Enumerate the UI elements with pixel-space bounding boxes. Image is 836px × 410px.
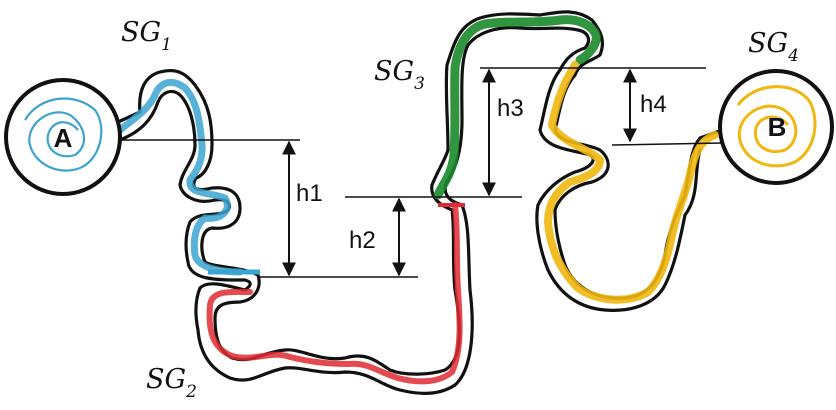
sg4-name: SG bbox=[748, 28, 788, 59]
node-b-scribble bbox=[736, 85, 817, 168]
segment-label-sg2: SG2 bbox=[146, 364, 197, 402]
label-h4: h4 bbox=[640, 91, 667, 118]
segment-sg1-path bbox=[116, 78, 244, 276]
sg3-name: SG bbox=[374, 56, 414, 87]
label-h2: h2 bbox=[349, 227, 376, 254]
node-b-label: B bbox=[768, 112, 787, 142]
sg4-sub: 4 bbox=[787, 46, 799, 66]
node-b: B bbox=[718, 69, 834, 185]
ref-line-b bbox=[611, 142, 723, 146]
node-a-label: A bbox=[54, 123, 73, 153]
node-a-scribble bbox=[24, 97, 103, 172]
segment-label-sg1: SG1 bbox=[121, 17, 172, 55]
label-h3: h3 bbox=[497, 95, 524, 122]
path-tube-outline bbox=[116, 10, 724, 395]
sg2-sub: 2 bbox=[185, 382, 197, 402]
segment-label-sg4: SG4 bbox=[748, 28, 799, 66]
node-a: A bbox=[4, 78, 122, 196]
segment-sg2-path bbox=[206, 202, 463, 385]
sg1-name: SG bbox=[121, 17, 161, 48]
sg2-name: SG bbox=[146, 364, 186, 395]
segment-sg3-path bbox=[433, 15, 601, 200]
segment-label-sg3: SG3 bbox=[374, 56, 425, 94]
sg1-sub: 1 bbox=[161, 35, 172, 55]
sg3-sub: 3 bbox=[414, 74, 425, 94]
label-h1: h1 bbox=[296, 180, 323, 207]
segment-sg4-path bbox=[544, 61, 719, 304]
